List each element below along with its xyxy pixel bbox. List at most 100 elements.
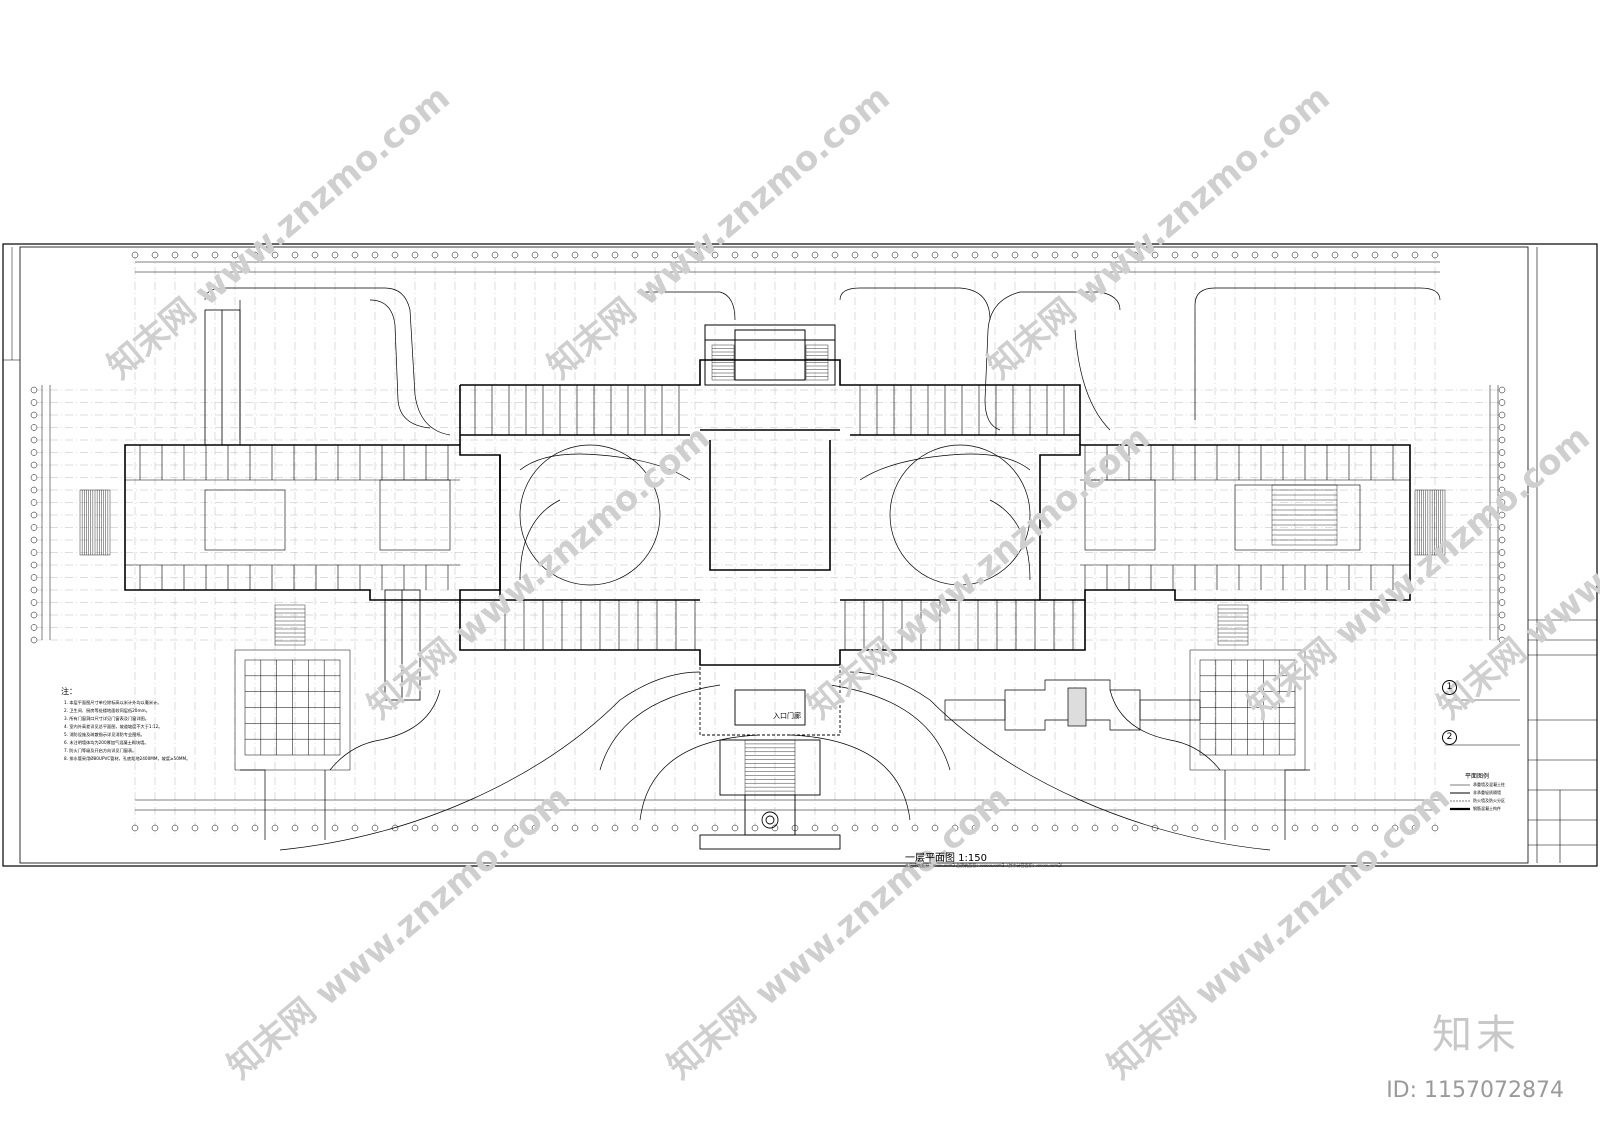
- axis-bubble: [531, 251, 539, 259]
- axis-bubble: [371, 251, 379, 259]
- axis-bubble: [571, 251, 579, 259]
- axis-bubble: [491, 251, 499, 259]
- axis-bubble: [431, 251, 439, 259]
- axis-bubble: [1051, 824, 1059, 832]
- entrance-label: 入口门廊: [773, 712, 801, 720]
- staircases: [79, 344, 1446, 796]
- axis-bubble: [231, 251, 239, 259]
- axis-bubble: [551, 824, 559, 832]
- axis-bubble: [871, 824, 879, 832]
- note-line: 7. 防火门等级及开启方向详见门窗表。: [64, 748, 137, 753]
- axis-bubble: [311, 824, 319, 832]
- axis-bubble: [191, 824, 199, 832]
- detail-section: [944, 679, 1201, 731]
- axis-bubble: [1311, 251, 1319, 259]
- axis-bubble: [931, 251, 939, 259]
- axis-bubble: [271, 824, 279, 832]
- axis-bubble: [1498, 586, 1506, 594]
- axis-bubble: [1231, 251, 1239, 259]
- axis-bubble: [391, 251, 399, 259]
- axis-bubble: [951, 251, 959, 259]
- axis-bubble: [1498, 461, 1506, 469]
- watermark-logo: 知末: [1432, 1012, 1520, 1058]
- axis-bubble: [391, 824, 399, 832]
- axis-bubble: [571, 824, 579, 832]
- entrance-portico: [699, 664, 841, 850]
- axis-bubble: [1291, 251, 1299, 259]
- site-driveways: [204, 287, 1441, 851]
- axis-bubble: [631, 251, 639, 259]
- legend-title: 平面图例: [1465, 773, 1490, 780]
- axis-bubble: [611, 824, 619, 832]
- axis-bubble: [1031, 824, 1039, 832]
- title-block: [1528, 247, 1597, 863]
- legend-lines: [1445, 699, 1520, 811]
- legend-marker-2: 2: [1442, 730, 1457, 745]
- axis-bubble: [1371, 251, 1379, 259]
- outer-frame: [2, 243, 1598, 867]
- axis-bubble: [211, 251, 219, 259]
- axis-bubble: [671, 824, 679, 832]
- watermark-id: ID: 1157072874: [1386, 1078, 1564, 1103]
- axis-bubble: [951, 824, 959, 832]
- axis-bubble: [291, 251, 299, 259]
- axis-bubble: [851, 824, 859, 832]
- watermark-text: 知末网 www.znzmo.com: [980, 78, 1338, 387]
- axis-bubble: [1498, 561, 1506, 569]
- axis-bubble: [1351, 251, 1359, 259]
- axis-bubble: [311, 251, 319, 259]
- axis-bubble: [971, 824, 979, 832]
- axis-bubble: [1498, 499, 1506, 506]
- watermark-layer: 知末网 www.znzmo.com 知末网 www.znzmo.com 知末网 ww…: [100, 78, 1600, 1087]
- legend-item: 防火墙及防火分区: [1473, 798, 1505, 803]
- axis-bubble: [371, 824, 379, 832]
- axis-bubble: [411, 824, 419, 832]
- watermark-text: 知末网 www.znzmo.com: [360, 418, 718, 727]
- west-atrium: [204, 489, 286, 551]
- axis-bubble: [30, 486, 38, 494]
- axis-bubble: [151, 251, 159, 259]
- axis-bubble: [30, 511, 38, 519]
- note-line: 3. 所有门窗洞口尺寸详见门窗表及门窗详图。: [64, 716, 149, 721]
- axis-bubble: [811, 824, 819, 832]
- axis-bubble: [1311, 824, 1319, 832]
- axis-bubble: [1011, 251, 1019, 259]
- axis-bubble: [251, 251, 259, 259]
- axis-bubble: [1251, 251, 1259, 259]
- axis-bubble: [30, 524, 38, 531]
- axis-bubble: [1191, 824, 1199, 832]
- axis-bubble: [611, 251, 619, 259]
- watermark-text: 知末网 www.znzmo.com: [220, 778, 578, 1087]
- axis-bubble: [511, 251, 519, 259]
- axis-bubble: [711, 824, 719, 832]
- axis-bubble: [1331, 824, 1339, 832]
- axis-bubble: [1331, 251, 1339, 259]
- axis-bubble: [991, 251, 999, 259]
- axis-bubble: [1371, 824, 1379, 832]
- east-hall: [1084, 479, 1156, 551]
- axis-bubble: [1498, 624, 1506, 631]
- axis-bubble: [731, 251, 739, 259]
- dimension-lines: [41, 261, 1499, 811]
- note-line: 5. 消防设施及疏散指示详见消防专业图纸。: [64, 732, 145, 737]
- west-hall: [379, 479, 451, 551]
- axis-bubble: [811, 251, 819, 259]
- axis-bubbles: [30, 251, 1506, 832]
- axis-bubble: [151, 824, 159, 832]
- axis-bubble: [331, 824, 339, 832]
- axis-bubble: [491, 824, 499, 832]
- axis-bubble: [1391, 251, 1399, 259]
- axis-bubble: [1171, 251, 1179, 259]
- axis-bubble: [1171, 824, 1179, 832]
- axis-bubble: [1351, 824, 1359, 832]
- axis-bubble: [131, 251, 139, 259]
- axis-bubble: [471, 824, 479, 832]
- paving-grids: [234, 649, 1306, 771]
- axis-bubble: [471, 251, 479, 259]
- notes-title: 注：: [61, 687, 77, 696]
- axis-bubble: [30, 636, 38, 644]
- plan-area-note: 本层建筑面积：xxxx.xxm2 总建筑面积：xxxxx.xxm2（其中计容面积…: [905, 863, 1065, 868]
- axis-bubble: [1498, 436, 1506, 444]
- axis-bubble: [671, 251, 679, 259]
- axis-bubble: [1271, 251, 1279, 259]
